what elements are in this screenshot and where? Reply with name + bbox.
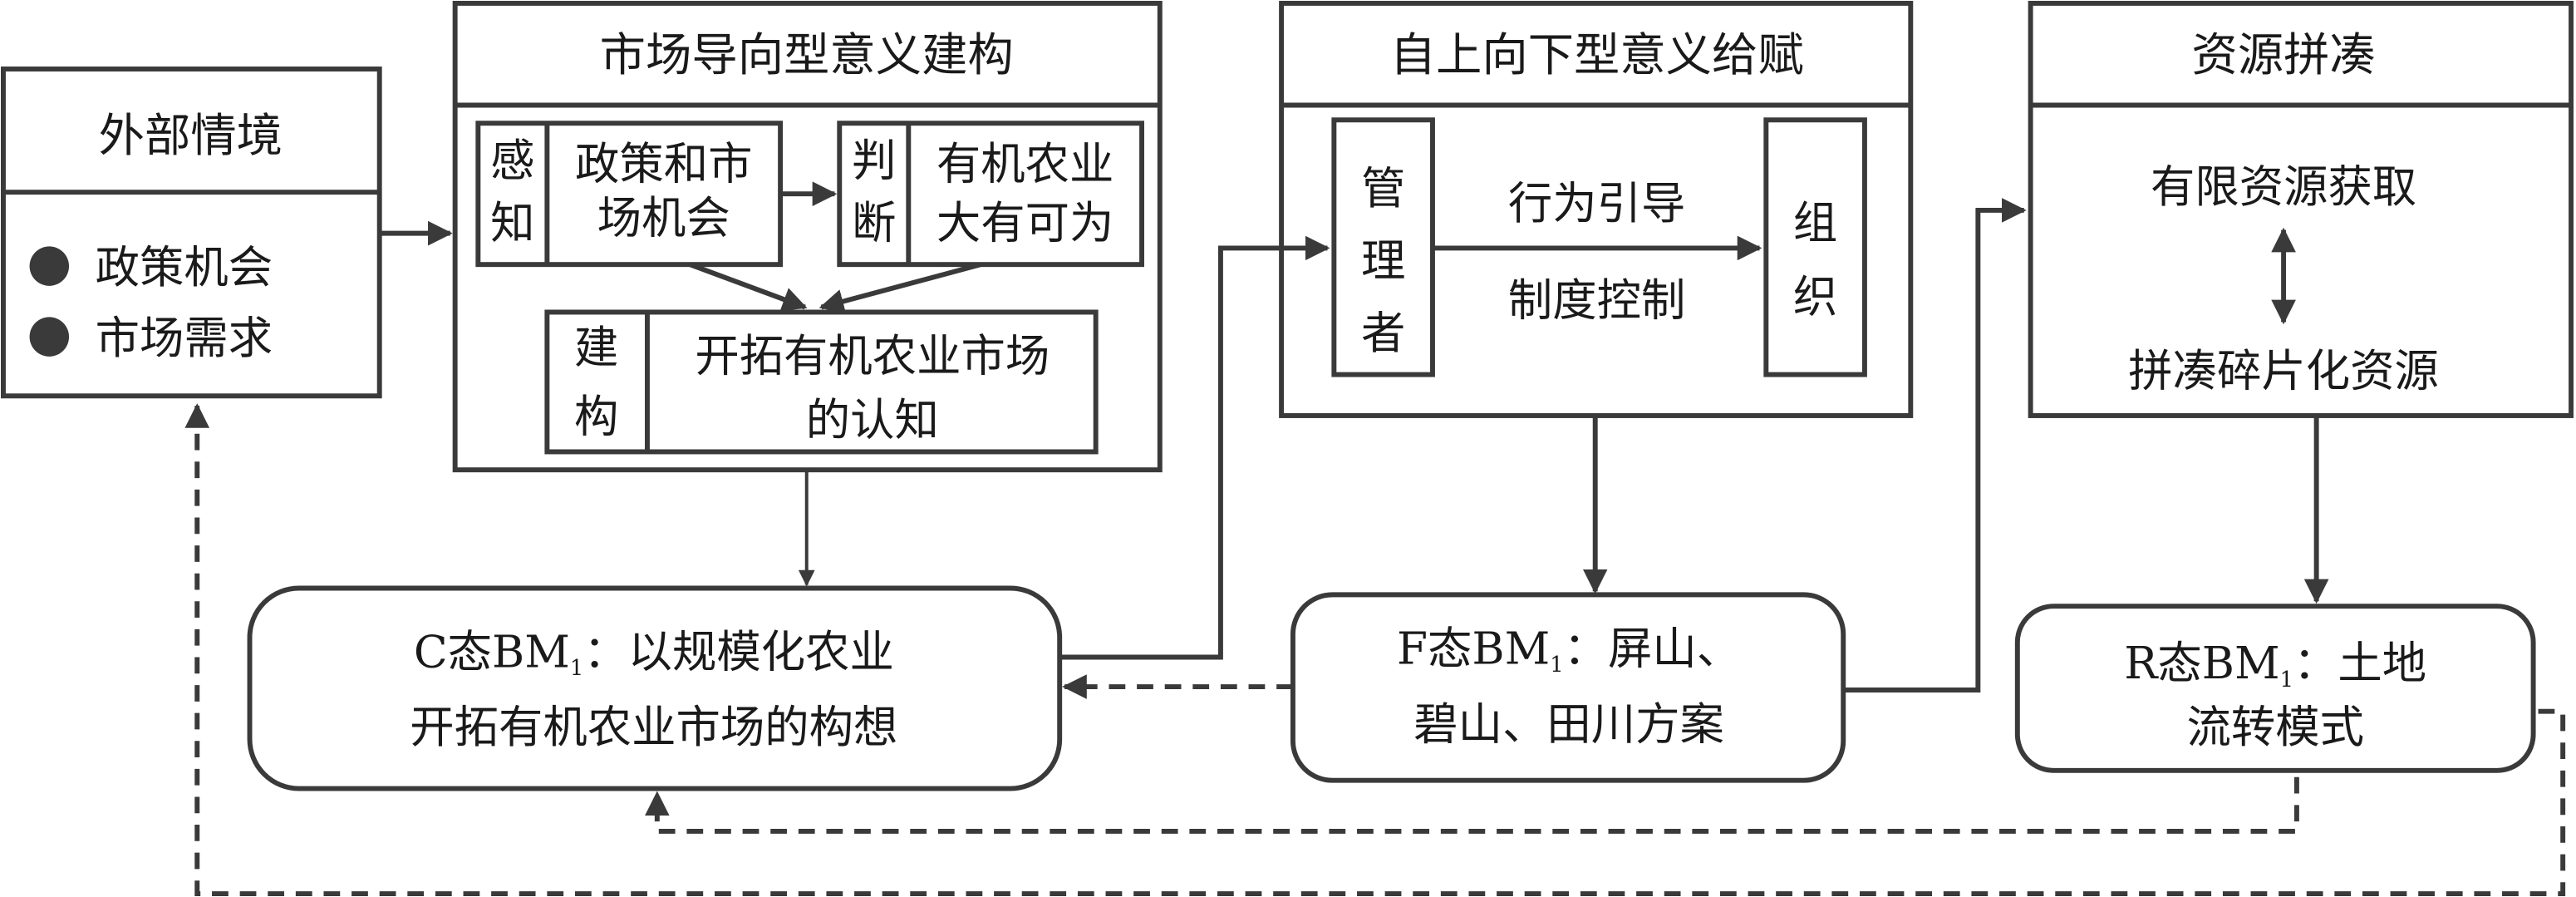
r-state-line1: R态BM1：土地 (2124, 637, 2426, 692)
external-situation-box: 外部情境 政策机会 市场需求 (0, 67, 382, 399)
construct-text: 开拓有机农业市场 (695, 330, 1050, 382)
dashed-arrow-r-to-external (184, 403, 2566, 897)
judge-text: 大有可为 (937, 197, 1113, 249)
c-state-box: C态BM1：以规模化农业 开拓有机农业市场的构想 (247, 585, 1063, 791)
topdown-sensegiving-box: 自上向下型意义给赋 管 理 者 行为引导 制度控制 组 织 (1279, 0, 1914, 418)
market-title: 市场导向型意义建构 (600, 29, 1014, 82)
manager-label: 者 (1361, 307, 1405, 359)
org-label: 织 (1793, 270, 1837, 323)
judge-label: 断 (852, 197, 896, 249)
bullet-icon (29, 246, 70, 286)
bullet-icon (29, 317, 70, 357)
construct-label: 建 (574, 322, 618, 374)
org-label: 组 (1793, 197, 1837, 249)
arrow-judge-to-construct (819, 262, 982, 313)
external-title: 外部情境 (99, 110, 283, 163)
judge-label: 判 (852, 134, 896, 186)
judge-text: 有机农业 (937, 137, 1113, 190)
resource-bottom: 拼凑碎片化资源 (2128, 344, 2439, 397)
c-state-line1: C态BM1：以规模化农业 (414, 625, 894, 681)
arrow-c-state-to-manager (1059, 235, 1330, 660)
c-state-line2: 开拓有机农业市场的构想 (410, 701, 897, 753)
perceive-text: 政策和市 (575, 137, 752, 190)
external-item: 政策机会 (96, 241, 273, 293)
market-sensemaking-box: 市场导向型意义建构 感 知 政策和市 场机会 判 断 有机农业 大有可为 建 构… (452, 0, 1163, 473)
manager-label: 理 (1361, 234, 1405, 287)
external-item: 市场需求 (96, 312, 273, 364)
construct-text: 的认知 (806, 394, 939, 446)
resource-title: 资源拼凑 (2191, 29, 2375, 82)
manager-label: 管 (1361, 162, 1405, 214)
topdown-title: 自上向下型意义给赋 (1390, 29, 1804, 82)
perceive-label: 知 (490, 197, 534, 249)
arrow-f-state-to-resource (1843, 198, 2027, 692)
f-state-line2: 碧山、田川方案 (1413, 697, 1724, 750)
resource-top: 有限资源获取 (2151, 160, 2416, 213)
arrow-perceive-to-construct (689, 262, 808, 312)
perceive-text: 场机会 (597, 192, 730, 244)
perceive-label: 感 (490, 134, 534, 186)
construct-label: 构 (574, 391, 618, 443)
f-state-box: F态BM1：屏山、 碧山、田川方案 (1290, 592, 1846, 783)
dashed-arrow-r-to-c (644, 776, 2299, 834)
r-state-line2: 流转模式 (2186, 701, 2363, 753)
institutional-control-label: 制度控制 (1508, 274, 1685, 326)
behavior-guidance-label: 行为引导 (1508, 177, 1685, 229)
r-state-box: R态BM1：土地 流转模式 (2014, 604, 2536, 773)
f-state-line1: F态BM1：屏山、 (1397, 622, 1741, 678)
resource-bricolage-box: 资源拼凑 有限资源获取 拼凑碎片化资源 (2028, 0, 2574, 418)
